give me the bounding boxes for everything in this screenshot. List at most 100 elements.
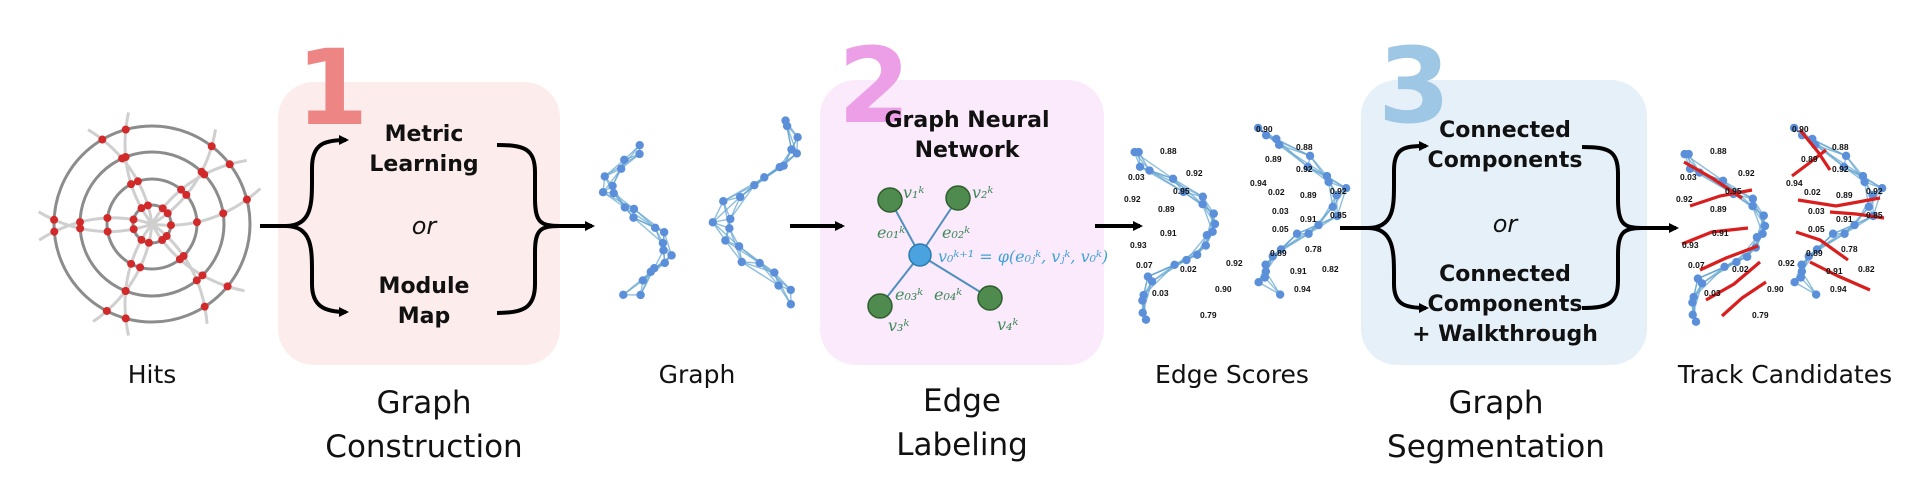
graph-node (1720, 262, 1729, 272)
gnn-edge-label-2: e₀₂ᵏ (942, 223, 970, 242)
gnn-title: Graph Neural Network (884, 106, 1049, 166)
metric-learning-line1: Metric (384, 122, 464, 147)
track-score-label: 0.78 (1841, 244, 1858, 254)
hit-dot (50, 227, 59, 236)
hit-dot (200, 302, 209, 311)
hit-dot (129, 225, 138, 234)
track-score-label: 0.94 (1786, 178, 1803, 188)
graph-node (1796, 273, 1806, 282)
graph-node (774, 281, 783, 290)
edge-score-label: 0.03 (1272, 206, 1289, 216)
graph-node (635, 140, 644, 150)
step-number-1: 1 (296, 27, 369, 149)
graph-node (1276, 245, 1286, 254)
graph-edge (1278, 144, 1328, 177)
graph-node (1303, 162, 1313, 172)
graph-edge (1814, 144, 1847, 157)
step-title-2: Edge Labeling (812, 379, 1112, 467)
graph-node (629, 204, 639, 214)
gnn-edge-label-4: e₀₄ᵏ (934, 285, 962, 304)
connected-components-line1: Connected (1439, 118, 1571, 143)
graph-node (620, 203, 630, 212)
graph-edge (1844, 215, 1874, 235)
graph-node (658, 238, 668, 248)
hit-dot (121, 286, 130, 295)
edge-score-label: 0.03 (1152, 288, 1169, 298)
graph-node (600, 172, 609, 181)
graph-node (638, 276, 648, 285)
graph-node (1868, 190, 1877, 200)
track-score-label: 0.03 (1808, 206, 1825, 216)
edge-labeling-box (820, 80, 1104, 365)
graph-node (1168, 174, 1178, 183)
box3-or-label: or (1492, 210, 1518, 238)
track-candidate-line (1809, 260, 1871, 292)
gnn-node-label-3: v₃ᵏ (888, 316, 909, 335)
graph-edge (722, 201, 731, 229)
hit-dot (76, 224, 85, 233)
edge-score-label: 0.91 (1290, 266, 1307, 276)
graph-node (659, 246, 668, 255)
track-score-label: 0.88 (1832, 142, 1849, 152)
edge-score-label: 0.90 (1215, 284, 1232, 294)
track-candidates-caption: Track Candidates (1677, 360, 1893, 389)
track-candidate-line (1797, 196, 1881, 208)
hit-dot (163, 209, 172, 218)
edge-score-label: 0.89 (1265, 154, 1282, 164)
track-score-label: 0.92 (1832, 164, 1849, 174)
graph-node (651, 223, 660, 233)
graph-node (598, 187, 608, 197)
track-candidate-line (1829, 210, 1885, 220)
track-score-label: 0.89 (1710, 204, 1727, 214)
graph-node (1748, 201, 1757, 211)
graph-node (1688, 298, 1697, 307)
graph-edge (604, 159, 625, 177)
graph-node (1877, 184, 1887, 193)
graph-node (786, 285, 795, 295)
hit-dot (207, 142, 216, 151)
track-score-label: 0.91 (1826, 266, 1843, 276)
graph-node (1789, 123, 1799, 133)
track-score-label: 0.93 (1682, 240, 1699, 250)
graph-node (1314, 220, 1323, 230)
graph-node (1691, 317, 1701, 326)
edge-scores-caption: Edge Scores (1155, 360, 1309, 389)
graph-node (1328, 202, 1337, 212)
hit-dot (118, 154, 127, 163)
step-title-1-line2: Construction (325, 429, 523, 465)
graph-node (1797, 260, 1806, 269)
step-title-3: Graph Segmentation (1346, 381, 1646, 469)
graph-node (1324, 177, 1333, 187)
graph-node (1812, 245, 1822, 254)
graph-node (1170, 260, 1179, 270)
graph-node (786, 300, 796, 309)
gnn-edge-label-1: e₀₁ᵏ (877, 223, 905, 242)
track-score-label: 0.03 (1704, 288, 1721, 298)
graph-node (1680, 149, 1689, 159)
graph-node (1688, 310, 1697, 319)
metric-learning-line2: Learning (369, 152, 479, 177)
connected-components-label: Connected Components (1428, 116, 1583, 176)
gnn-node-label-1: v₁ᵏ (903, 183, 924, 202)
step-number-2: 2 (838, 25, 911, 147)
graph-node (1748, 194, 1758, 203)
step-number-3: 3 (1378, 25, 1451, 147)
hit-dot (121, 125, 130, 134)
graph-node (1254, 278, 1263, 287)
hit-dot (197, 167, 206, 176)
edge-score-label: 0.02 (1180, 264, 1197, 274)
track-score-label: 0.89 (1801, 154, 1818, 164)
track-score-label: 0.92 (1866, 186, 1883, 196)
track-score-label: 0.92 (1676, 194, 1693, 204)
graph-node (1182, 255, 1191, 265)
graph-node (609, 188, 618, 198)
graph-edge (613, 192, 635, 210)
track-score-label: 0.94 (1830, 284, 1847, 294)
track-score-label: 0.03 (1680, 172, 1697, 182)
graph-node (1147, 277, 1157, 286)
graph-edge (741, 261, 779, 287)
graph-segmentation-box (1361, 80, 1647, 365)
edge-score-label: 0.89 (1158, 204, 1175, 214)
edge-score-label: 0.85 (1330, 210, 1347, 220)
